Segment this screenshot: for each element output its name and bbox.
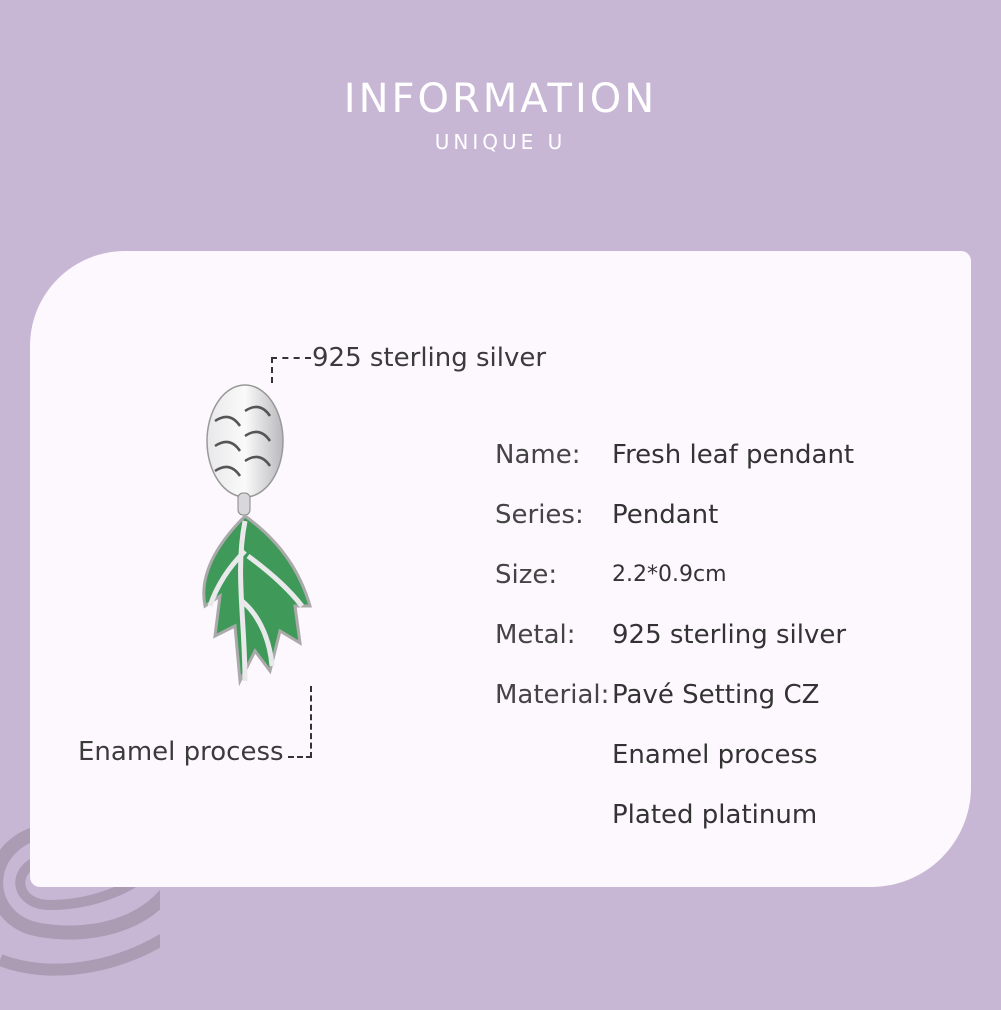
spec-value-material-3: Plated platinum (612, 800, 818, 830)
spec-key-metal: Metal: (495, 620, 576, 650)
leaf-pendant-image (202, 384, 312, 687)
info-card: 925 sterling silver Enamel process Name:… (30, 251, 971, 887)
spec-value-name: Fresh leaf pendant (612, 440, 855, 470)
spec-key-material: Material: (495, 680, 610, 710)
spec-value-size: 2.2*0.9cm (612, 562, 727, 587)
spec-key-series: Series: (495, 500, 584, 530)
spec-key-name: Name: (495, 440, 581, 470)
callout-metal: 925 sterling silver (312, 343, 547, 373)
spec-key-size: Size: (495, 560, 558, 590)
spec-value-material-1: Pavé Setting CZ (612, 680, 820, 710)
spec-value-metal: 925 sterling silver (612, 620, 847, 650)
callout-enamel: Enamel process (78, 737, 284, 767)
spec-value-series: Pendant (612, 500, 719, 530)
brand-subtitle: UNIQUE U (434, 130, 567, 154)
page-title: INFORMATION (343, 76, 658, 122)
callout-line-bottom (288, 686, 312, 758)
callout-line-top (271, 357, 311, 383)
spec-value-material-2: Enamel process (612, 740, 818, 770)
